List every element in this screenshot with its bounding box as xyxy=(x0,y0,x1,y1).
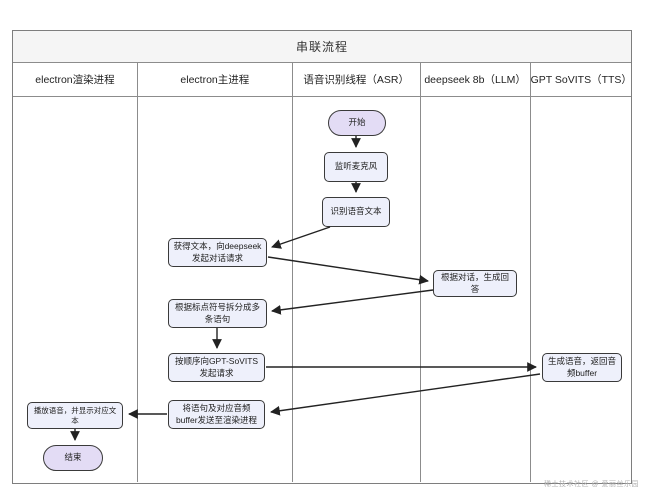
lane-tts xyxy=(531,97,631,482)
node-split-by-punctuation: 根据标点符号拆分成多条语句 xyxy=(168,299,267,328)
node-end: 结束 xyxy=(43,445,103,471)
node-generate-answer: 根据对话，生成回答 xyxy=(433,270,517,297)
node-generate-audio-buffer: 生成语音，返回音频buffer xyxy=(542,353,622,382)
lane-electron-renderer xyxy=(13,97,138,482)
node-send-to-renderer: 将语句及对应音频buffer发送至渲染进程 xyxy=(168,400,265,429)
diagram-title: 串联流程 xyxy=(13,31,631,63)
node-play-audio-show-text: 播放语音，并显示对应文本 xyxy=(27,402,123,429)
lane-header-electron-main: electron主进程 xyxy=(138,63,293,96)
watermark-text: 稀土技术社区 @ 爱丽丝乐园 xyxy=(544,481,639,488)
node-recognize-speech-text: 识别语音文本 xyxy=(322,197,390,227)
node-start: 开始 xyxy=(328,110,386,136)
lane-header-row: electron渲染进程 electron主进程 语音识别线程（ASR） dee… xyxy=(13,63,632,97)
node-request-gpt-sovits: 按顺序向GPT-SoVITS发起请求 xyxy=(168,353,265,382)
lane-header-asr: 语音识别线程（ASR） xyxy=(293,63,421,96)
lane-header-llm: deepseek 8b（LLM） xyxy=(421,63,531,96)
lane-header-electron-renderer: electron渲染进程 xyxy=(13,63,138,96)
node-get-text-request-deepseek: 获得文本，向deepseek发起对话请求 xyxy=(168,238,267,267)
lane-header-tts: GPT SoVITS（TTS） xyxy=(530,74,632,86)
node-listen-microphone: 监听麦克风 xyxy=(324,152,388,182)
lane-llm xyxy=(421,97,531,482)
